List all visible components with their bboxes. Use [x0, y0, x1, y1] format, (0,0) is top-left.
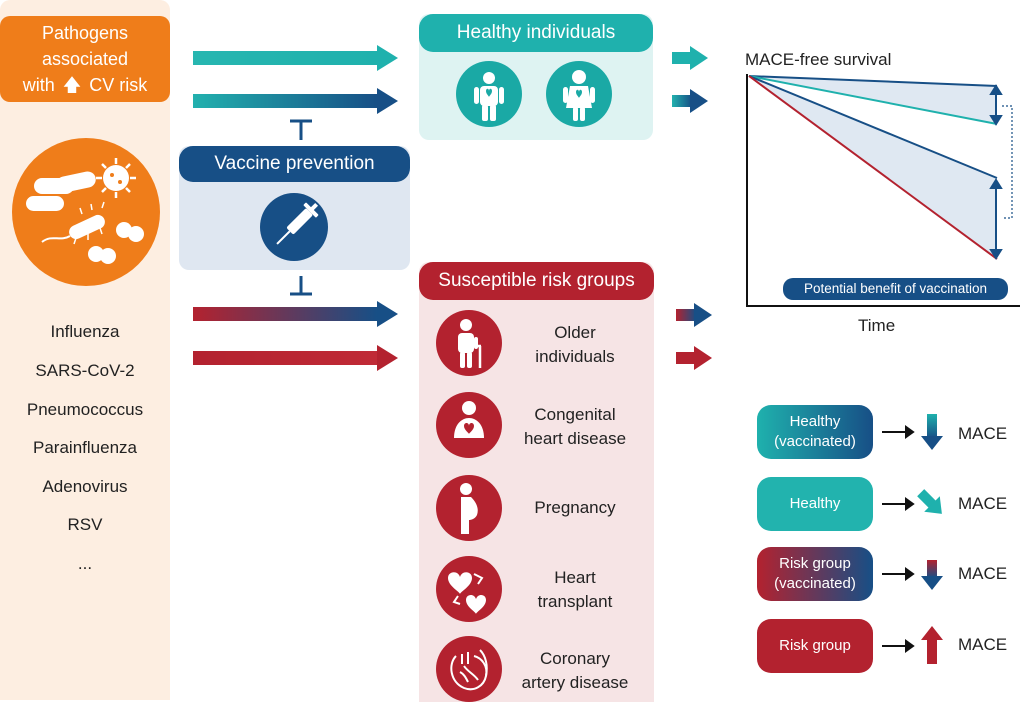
- mace-down-right-arrow: [917, 489, 942, 514]
- arrow-teal-1: [193, 45, 398, 71]
- mace-label-4: MACE: [958, 635, 1008, 654]
- mace-label-1: MACE: [958, 424, 1008, 443]
- pathogen-adenovirus: Adenovirus: [42, 477, 128, 496]
- pathogen-sars-cov-2: SARS-CoV-2: [35, 361, 135, 380]
- vaccine-header: Vaccine prevention: [179, 146, 410, 182]
- pathogen-more: ...: [77, 554, 93, 573]
- mace-down-arrow-1: [921, 414, 943, 450]
- mace-down-arrow-2: [921, 560, 943, 590]
- pathogen-header-line1: Pathogens: [41, 23, 129, 43]
- arrow-teal-navy-1: [193, 88, 398, 114]
- chart-x-label: Time: [858, 316, 896, 335]
- congenital-heart-icon: [436, 392, 502, 458]
- legend-healthy: Healthy: [757, 477, 873, 531]
- benefit-bracket: [1002, 105, 1013, 219]
- benefit-arrow-healthy: [989, 84, 1003, 126]
- risk-heart-transplant: Heart transplant: [537, 568, 613, 611]
- coronary-artery-icon: [436, 636, 502, 702]
- line-healthy: [748, 75, 998, 125]
- arrow-red-1: [193, 345, 398, 371]
- legend-risk: Risk group: [757, 619, 873, 673]
- risk-pregnancy: Pregnancy: [534, 498, 616, 517]
- legend-pointer-arrows: [882, 425, 915, 653]
- syringe-icon: [260, 193, 328, 261]
- pathogen-parainfluenza: Parainfluenza: [33, 438, 137, 457]
- risk-groups-header: Susceptible risk groups: [419, 262, 654, 300]
- line-risk-vaccinated: [748, 75, 998, 179]
- elderly-person-icon: [436, 310, 502, 376]
- arrow-red-short: [676, 346, 712, 370]
- pathogen-header: Pathogens associated with 🡅 CV risk: [0, 16, 170, 102]
- risk-coronary-artery-disease: Coronary artery disease: [521, 649, 629, 692]
- legend-healthy-vaccinated: Healthy(vaccinated): [757, 405, 873, 459]
- pathogen-header-with: with: [22, 75, 55, 95]
- legend-arrows: [882, 414, 943, 664]
- benefit-label: Potential benefit of vaccination: [783, 278, 1008, 300]
- legend-risk-vaccinated: Risk group(vaccinated): [757, 547, 873, 601]
- heart-transplant-icon: [436, 556, 502, 622]
- mace-up-arrow: [921, 626, 943, 664]
- arrow-teal-short: [672, 46, 708, 70]
- pregnancy-icon: [436, 475, 502, 541]
- pathogen-influenza: Influenza: [50, 322, 120, 341]
- arrow-teal-navy-short: [672, 89, 708, 113]
- pathogen-illustration: [12, 138, 160, 286]
- pathogen-header-line2: associated: [41, 49, 129, 69]
- healthy-header: Healthy individuals: [419, 14, 653, 52]
- pathogen-panel: [0, 0, 170, 700]
- risk-older-individuals: Older individuals: [535, 323, 615, 366]
- female-person-icon: [546, 61, 612, 127]
- arrow-red-navy-1: [193, 301, 398, 327]
- survival-chart: [746, 74, 1020, 307]
- pathogen-rsv: RSV: [67, 515, 103, 534]
- mace-label-3: MACE: [958, 564, 1008, 583]
- germs-icon: [26, 158, 144, 264]
- line-risk: [748, 75, 998, 260]
- inhibition-bar-bottom: [290, 276, 312, 296]
- arrow-red-navy-short: [676, 303, 712, 327]
- chart-title: MACE-free survival: [745, 50, 892, 69]
- line-healthy-vaccinated: [748, 75, 998, 87]
- up-arrow-icon: 🡅: [62, 75, 82, 95]
- pathogen-pneumococcus: Pneumococcus: [26, 400, 144, 419]
- male-person-icon: [456, 61, 522, 127]
- benefit-arrow-risk: [989, 178, 1003, 260]
- risk-congenital-heart-disease: Congenital heart disease: [523, 405, 627, 448]
- inhibition-bar-top: [290, 119, 312, 140]
- pathogen-header-risk: CV risk: [89, 75, 148, 95]
- mace-label-2: MACE: [958, 494, 1008, 513]
